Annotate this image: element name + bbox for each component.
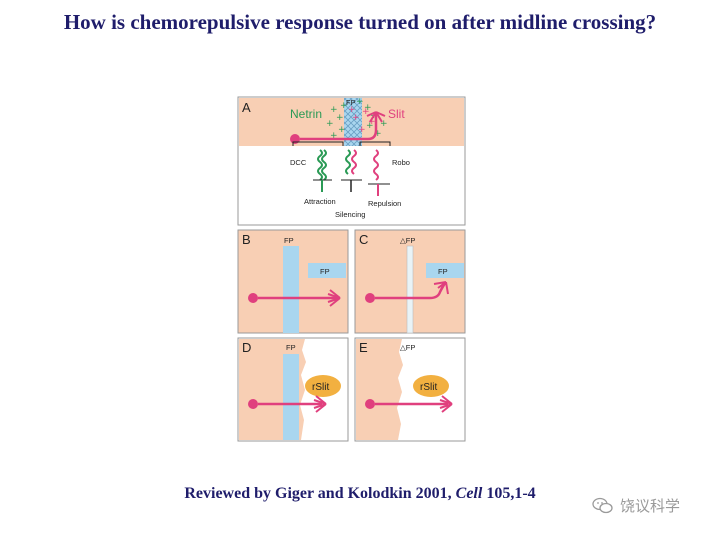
panel-c-floorplate-removed [406, 245, 414, 334]
slit-gradient: +++ ++ [348, 105, 376, 135]
panel-a-letter: A [242, 100, 251, 115]
citation-journal: Cell [455, 485, 483, 502]
svg-text:+: + [336, 113, 344, 123]
silencing-label: Silencing [335, 210, 365, 219]
svg-text:+: + [330, 105, 338, 115]
panel-d-floorplate [283, 354, 299, 440]
svg-text:+: + [366, 121, 374, 131]
panel-e-letter: E [359, 340, 368, 355]
panel-a: +++ +++ +++ +++ +++ ++ [237, 96, 466, 226]
panel-d-slit-label: rSlit [312, 382, 329, 393]
panel-e-fp-label: △FP [400, 343, 415, 352]
svg-text:+: + [364, 103, 372, 113]
panel-e-slit-label: rSlit [420, 382, 437, 393]
panel-b-fp-box-label: FP [320, 267, 330, 276]
slide-title: How is chemorepulsive response turned on… [63, 10, 657, 34]
panel-e-slit-bead [413, 375, 449, 397]
svg-text:+: + [356, 97, 364, 107]
panel-b-fp-explant [308, 263, 346, 278]
citation: Reviewed by Giger and Kolodkin 2001, Cel… [80, 485, 640, 503]
panel-c-fp-explant [426, 263, 464, 278]
panel-b-fp-label: FP [284, 236, 294, 245]
panel-c-fp-label: △FP [400, 236, 415, 245]
svg-text:+: + [338, 125, 346, 135]
dcc-receptor [313, 149, 332, 192]
svg-text:+: + [374, 129, 382, 139]
panel-a-fp-label: FP [346, 98, 356, 107]
robo-label: Robo [392, 158, 410, 167]
panel-c: C △FP FP [354, 229, 466, 334]
panel-e-tissue [356, 339, 403, 440]
slit-label: Slit [388, 107, 405, 121]
panel-b-letter: B [242, 232, 251, 247]
svg-text:+: + [330, 131, 338, 141]
panel-a-axon [300, 114, 378, 141]
panel-b-floorplate [283, 246, 299, 333]
panel-e: E △FP rSlit [354, 337, 466, 442]
svg-text:+: + [340, 101, 348, 111]
panel-a-floorplate [344, 98, 362, 146]
svg-text:+: + [362, 107, 370, 117]
silencing-complex [341, 149, 362, 192]
panel-d-slit-bead [305, 375, 341, 397]
panel-d-letter: D [242, 340, 251, 355]
svg-text:+: + [348, 105, 356, 115]
panel-d: D FP rSlit [237, 337, 349, 442]
panel-b: B FP FP [237, 229, 349, 334]
svg-text:+: + [358, 125, 366, 135]
watermark: 饶议科学 [592, 495, 680, 516]
wechat-icon [592, 497, 613, 513]
svg-text:+: + [326, 119, 334, 129]
panel-c-letter: C [359, 232, 368, 247]
panel-a-growth-cone [366, 111, 386, 124]
citation-ref: 105,1-4 [482, 485, 536, 502]
repulsion-label: Repulsion [368, 199, 401, 208]
netrin-gradient: +++ +++ +++ +++ [326, 97, 388, 141]
dcc-label: DCC [290, 158, 307, 167]
attraction-label: Attraction [304, 197, 336, 206]
panel-d-fp-label: FP [286, 343, 296, 352]
svg-text:+: + [380, 119, 388, 129]
watermark-text: 饶议科学 [620, 497, 681, 515]
netrin-label: Netrin [290, 107, 322, 121]
svg-text:+: + [368, 117, 376, 127]
citation-authors: Reviewed by Giger and Kolodkin 2001, [184, 485, 456, 502]
robo-receptor [368, 149, 390, 196]
svg-text:+: + [352, 113, 360, 123]
panel-c-fp-box-label: FP [438, 267, 448, 276]
